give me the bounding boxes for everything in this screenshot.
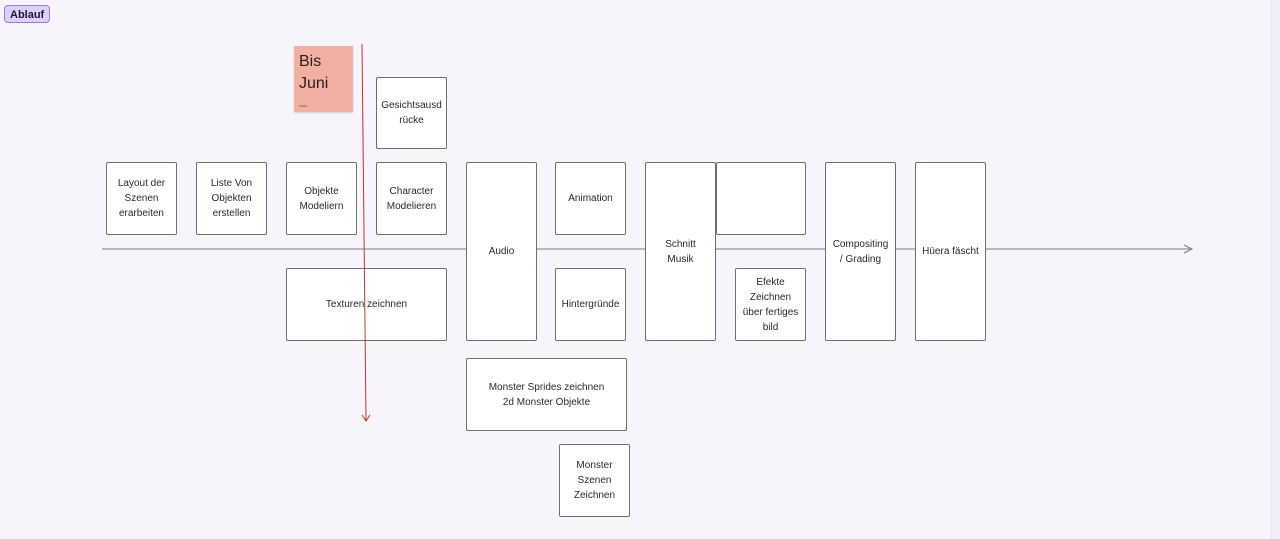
deadline-line <box>361 43 367 421</box>
node-empty[interactable] <box>716 162 806 235</box>
node-animation[interactable]: Animation <box>555 162 626 235</box>
node-liste-objekten[interactable]: Liste Von Objekten erstellen <box>196 162 267 235</box>
node-texturen-zeichnen[interactable]: Texturen zeichnen <box>286 268 447 341</box>
timeline-arrow-head <box>1183 244 1194 254</box>
vertical-scrollbar[interactable] <box>1271 0 1280 539</box>
node-efekte-zeichnen[interactable]: Efekte Zeichnen über fertiges bild <box>735 268 806 341</box>
node-audio[interactable]: Audio <box>466 162 537 341</box>
node-objekte-modeliern[interactable]: Objekte Modeliern <box>286 162 357 235</box>
node-hintergruende[interactable]: Hintergründe <box>555 268 626 341</box>
node-schnitt-musik[interactable]: Schnitt Musik <box>645 162 716 341</box>
sticky-note-bis-juni[interactable]: Bis Juni <box>294 46 353 112</box>
node-monster-sprides[interactable]: Monster Sprides zeichnen 2d Monster Obje… <box>466 358 627 431</box>
node-monster-szenen[interactable]: Monster Szenen Zeichnen <box>559 444 630 517</box>
node-character-modelieren[interactable]: Character Modelieren <box>376 162 447 235</box>
deadline-arrow-head <box>361 414 371 422</box>
node-huera-faescht[interactable]: Hüera fäscht <box>915 162 986 341</box>
sticky-note-text: Bis Juni <box>299 53 329 92</box>
node-gesichtsausdruecke[interactable]: Gesichtsausd rücke <box>376 77 447 149</box>
node-compositing-grading[interactable]: Compositing / Grading <box>825 162 896 341</box>
sticky-note-author-mark <box>299 105 307 107</box>
node-layout-szenen[interactable]: Layout der Szenen erarbeiten <box>106 162 177 235</box>
frame-label-ablauf[interactable]: Ablauf <box>4 5 51 23</box>
